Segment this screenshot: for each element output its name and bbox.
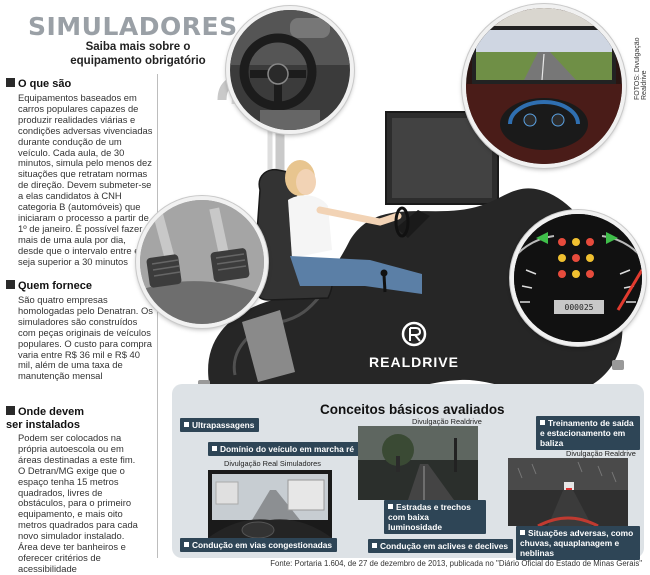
section-text-where: Podem ser colocados na própria autoescol… [18,432,138,574]
source-footer: Fonte: Portaria 1.604, de 27 de dezembro… [270,559,642,568]
steering-column [396,210,430,238]
square-bullet-icon [6,78,15,87]
foot [612,360,624,370]
pedals-icon [140,200,264,324]
square-bullet-icon [6,406,15,415]
zoom-pedals [136,196,268,328]
zoom-steering-wheel [226,6,354,134]
concept-tag: Domínio do veículo em marcha ré [208,442,360,456]
zoom-driver-view [462,4,626,168]
zoom-dashboard: 000025 [510,210,646,346]
section-text-supplier: São quatro empresas homologadas pelo Den… [18,294,153,382]
rain-road-photo [508,458,628,526]
section-heading-what: O que são [6,78,71,91]
low-light-road-photo [358,426,478,500]
page-subtitle: Saiba mais sobre o equipamento obrigatór… [70,41,206,67]
concept-tag: Condução em vias congestionadas [180,538,338,552]
person-shirt [288,195,332,258]
photo-credit-caption: Divulgação Realdrive [566,449,636,458]
odometer-readout: 000025 [565,303,594,312]
concept-tag: Condução em aclives e declives [368,539,514,553]
concept-tag: Situações adversas, como chuvas, aquapla… [516,526,640,560]
person-jeans [290,256,422,294]
congested-road-photo [208,470,332,538]
section-text-what: Equipamentos baseados em carros populare… [18,92,153,267]
realdrive-logo-icon [401,321,427,347]
person-arm [316,206,402,226]
section-heading-supplier: Quem fornece [6,280,92,293]
person-face [296,169,316,195]
gear-knob [380,269,388,277]
steering-wheel-icon [230,10,350,130]
photo-credit-caption: Divulgação Real Simuladores [224,459,321,468]
photo-credit-caption: Divulgação Realdrive [412,417,482,426]
page-title: SIMULADORES [28,12,238,41]
concepts-title: Conceitos básicos avaliados [320,402,505,417]
column-divider [157,74,158,558]
driver-view-icon [466,8,622,164]
section-heading-where: Onde devem ser instalados [6,406,85,431]
concept-tag: Treinamento de saída e estacionamento em… [536,416,640,450]
concept-tag: Ultrapassagens [180,418,260,432]
steering-wheel [394,206,410,238]
side-panel [242,310,295,382]
square-bullet-icon [6,280,15,289]
brand-label: REALDRIVE [369,354,459,370]
dashboard-icon: 000025 [514,214,642,342]
concept-tag: Estradas e trechos com baixa luminosidad… [384,500,486,534]
